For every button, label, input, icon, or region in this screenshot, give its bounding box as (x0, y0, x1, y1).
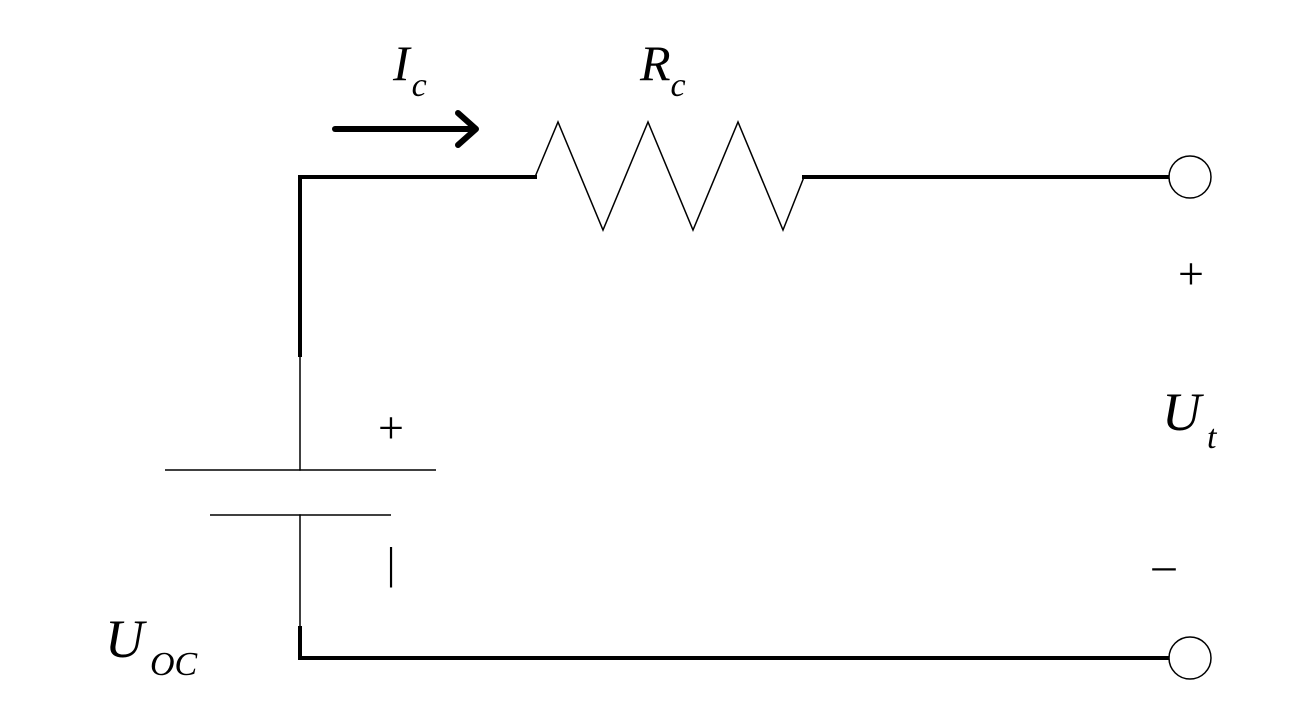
terminal-bottom (1168, 636, 1212, 680)
current-arrow-icon (332, 110, 479, 148)
bottom-wire (298, 626, 1170, 660)
terminal-minus-sign: – (1152, 539, 1177, 590)
battery-minus-sign: | (387, 539, 396, 588)
terminal-top (1168, 155, 1212, 199)
current-label: Ic (392, 35, 427, 104)
terminal-plus-sign: + (1178, 248, 1204, 299)
top-left-wire (298, 175, 537, 357)
resistor-label: Rc (639, 35, 686, 104)
resistor-zigzag (534, 120, 805, 232)
voltage-source (165, 469, 436, 516)
battery-plus-sign: + (378, 402, 404, 453)
wires (298, 175, 1170, 660)
